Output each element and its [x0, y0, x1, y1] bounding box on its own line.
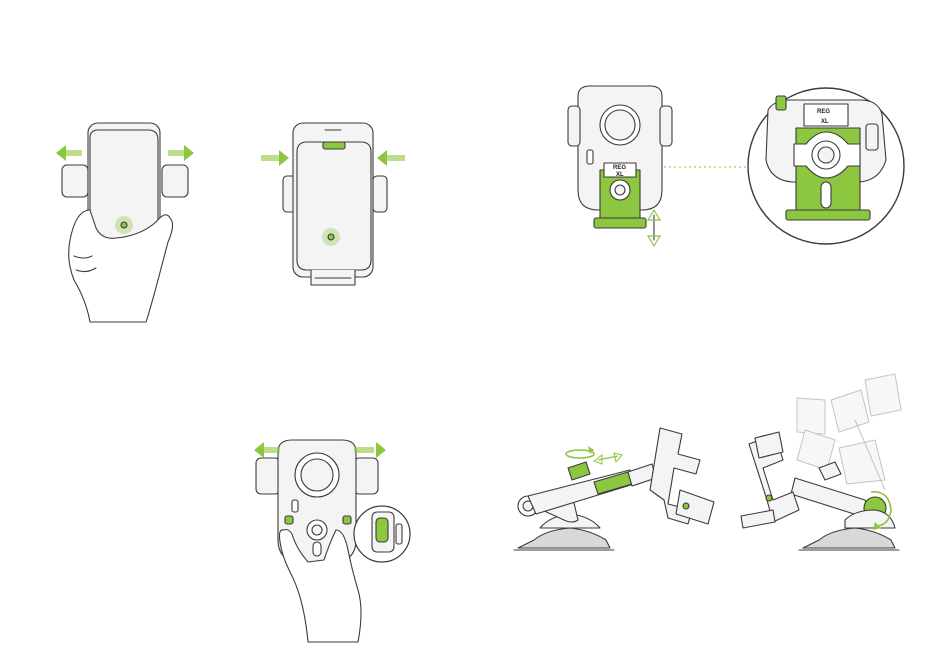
foot-label-xl: XL	[616, 172, 624, 178]
arrow-inward-right-icon	[377, 150, 405, 166]
zoom-label-xl: XL	[821, 119, 829, 125]
ghost-positions	[797, 374, 901, 490]
suction-base	[518, 528, 610, 548]
arrow-vertical-icon	[648, 210, 660, 246]
arrow-left-icon	[254, 442, 280, 458]
foot-label-reg: REG	[613, 165, 626, 171]
extension-lock[interactable]	[568, 462, 590, 480]
step-clamp-phone	[255, 110, 415, 295]
step-release-phone	[50, 110, 200, 330]
top-clip	[323, 142, 345, 149]
arrow-horizontal-icon	[594, 453, 622, 464]
step-adjust-bottom-foot: REG XL REG XL	[560, 70, 910, 260]
arrow-left-icon	[56, 145, 82, 161]
rotate-arrow-icon	[566, 446, 594, 458]
suction-base	[803, 528, 895, 548]
arrow-inward-left-icon	[261, 150, 289, 166]
zoom-detail	[354, 506, 410, 562]
step-tilt-arm	[735, 360, 935, 555]
step-release-arms	[248, 430, 418, 645]
zoom-label-reg: REG	[817, 109, 830, 115]
step-extend-arm	[510, 420, 725, 560]
arrow-right-icon	[168, 145, 194, 161]
release-button-icon	[121, 222, 127, 228]
arrow-right-icon	[354, 442, 386, 458]
zoom-detail: REG XL	[748, 88, 904, 244]
